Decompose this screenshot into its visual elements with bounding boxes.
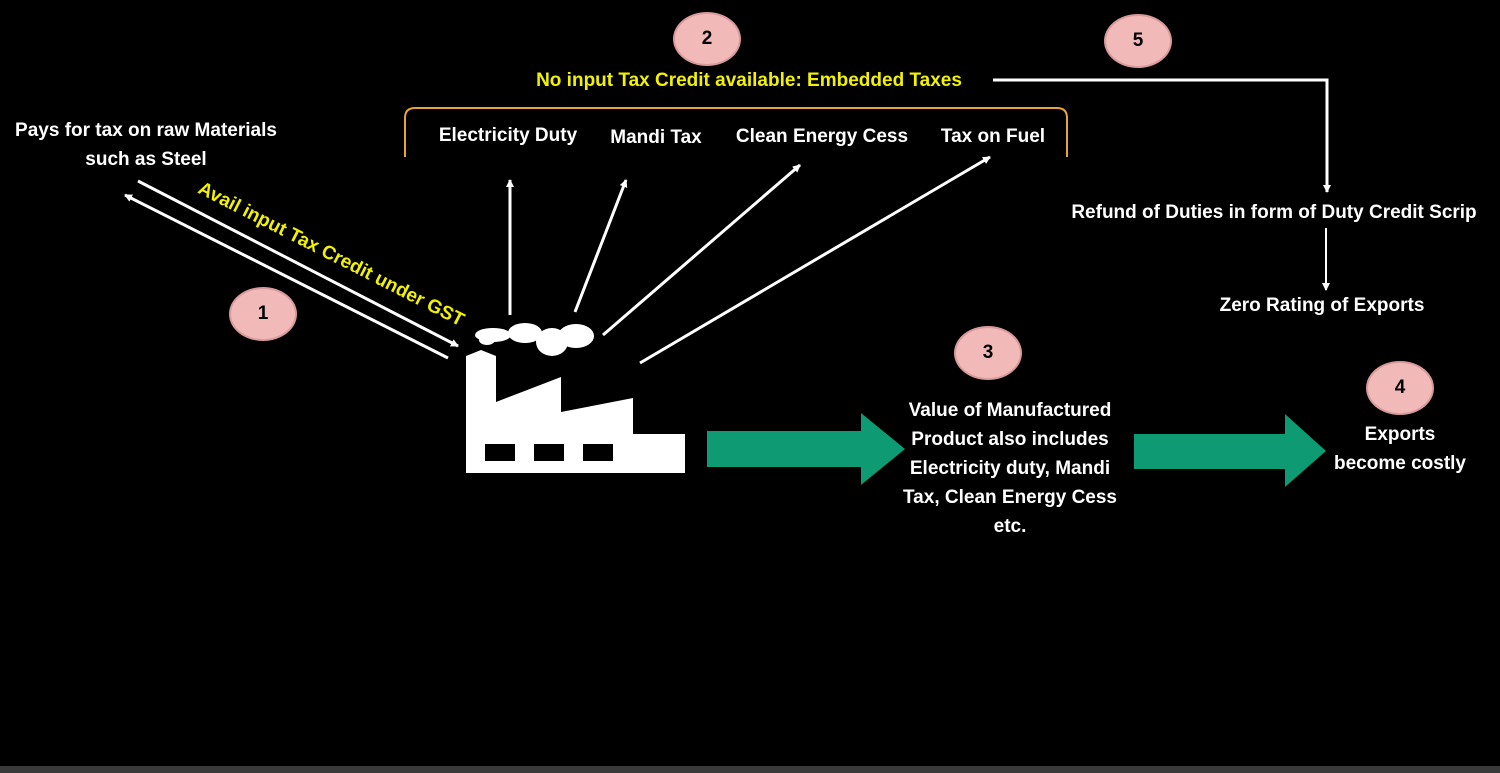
green-arrow-value-to-exports: [1134, 414, 1326, 487]
step-badge-4: 4: [1366, 361, 1434, 415]
embedded-taxes-title: No input Tax Credit available: Embedded …: [536, 70, 962, 91]
exports-line-2: become costly: [1334, 453, 1466, 474]
tax-on-fuel-label: Tax on Fuel: [940, 126, 1046, 147]
value-line-3: Electricity duty, Mandi: [909, 458, 1111, 479]
arrow-itc-to-factory: [137, 179, 459, 348]
window-bottom-bar: [0, 766, 1500, 773]
arrow-to-raw-materials: [124, 193, 449, 360]
step-badge-3: 3: [954, 326, 1022, 380]
value-line-2: Product also includes: [911, 429, 1109, 450]
value-line-5: etc.: [993, 516, 1027, 537]
raw-materials-label: Pays for tax on raw Materials such as St…: [0, 116, 292, 174]
step-badge-5: 5: [1104, 14, 1172, 68]
zero-rating-label: Zero Rating of Exports: [1219, 295, 1425, 316]
arrow-to-clean-energy-cess: [602, 163, 801, 337]
arrow-to-refund: [993, 78, 1331, 193]
exports-line-1: Exports: [1364, 424, 1436, 445]
step-badge-2: 2: [673, 12, 741, 66]
electricity-duty-label: Electricity Duty: [438, 125, 578, 146]
clean-energy-cess-label: Clean Energy Cess: [735, 126, 909, 147]
smoke-cloud-icon: [475, 323, 594, 356]
factory-icon: [466, 350, 685, 473]
value-line-1: Value of Manufactured: [908, 400, 1112, 421]
raw-materials-line-2: such as Steel: [85, 149, 207, 170]
value-line-4: Tax, Clean Energy Cess: [902, 487, 1118, 508]
green-arrow-factory-to-value: [707, 413, 905, 485]
step-badge-1: 1: [229, 287, 297, 341]
mandi-tax-label: Mandi Tax: [610, 127, 702, 148]
raw-materials-line-1: Pays for tax on raw Materials: [15, 120, 277, 141]
arrow-to-tax-on-fuel: [639, 155, 991, 365]
refund-label: Refund of Duties in form of Duty Credit …: [1071, 202, 1477, 223]
manufactured-value-label: Value of Manufactured Product also inclu…: [888, 396, 1132, 541]
embedded-taxes-bracket: [404, 107, 1068, 157]
exports-costly-label: Exports become costly: [1320, 420, 1480, 478]
arrow-to-mandi-tax: [573, 179, 628, 313]
